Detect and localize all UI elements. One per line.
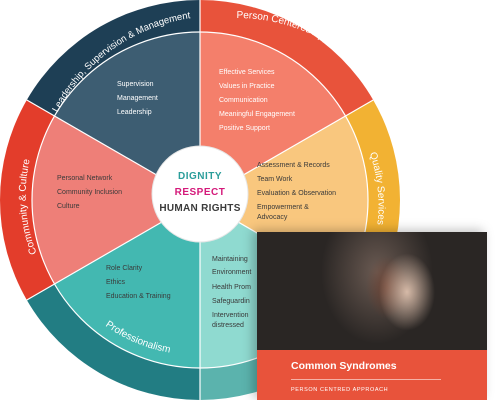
item-ethics: Ethics xyxy=(106,279,126,286)
item-effective-services: Effective Services xyxy=(219,69,275,76)
item-personal-network: Personal Network xyxy=(57,175,113,182)
common-syndromes-card[interactable]: Common Syndromes PERSON CENTRED APPROACH xyxy=(257,232,487,400)
card-divider xyxy=(291,379,441,380)
item-intervention: Intervention xyxy=(212,312,249,319)
item-advocacy: Advocacy xyxy=(257,214,288,221)
card-title: Common Syndromes xyxy=(291,360,397,372)
item-community-inclusion: Community Inclusion xyxy=(57,189,122,196)
item-assessment-records: Assessment & Records xyxy=(257,162,330,169)
center-hub xyxy=(151,145,249,243)
item-culture: Culture xyxy=(57,203,80,210)
quality-items: Assessment & Records Team Work Evaluatio… xyxy=(257,162,336,221)
item-communication: Communication xyxy=(219,97,268,104)
card-title-band xyxy=(257,350,487,400)
segment-leadership xyxy=(54,32,200,200)
community-items: Personal Network Community Inclusion Cul… xyxy=(57,175,122,210)
segment-community xyxy=(31,116,201,284)
item-values-in-practice: Values in Practice xyxy=(219,83,275,90)
item-positive-support: Positive Support xyxy=(219,125,270,132)
item-leadership: Leadership xyxy=(117,109,152,116)
item-empowerment: Empowerment & xyxy=(257,204,309,211)
core-value-respect: RESPECT xyxy=(175,187,226,198)
item-maintaining: Maintaining xyxy=(212,256,248,263)
item-safeguarding: Safeguardin xyxy=(212,298,250,305)
leadership-items: Supervision Management Leadership xyxy=(117,81,158,116)
item-education-training: Education & Training xyxy=(106,293,171,300)
person-centred-items: Effective Services Values in Practice Co… xyxy=(219,69,295,132)
item-distressed: distressed xyxy=(212,322,244,329)
core-value-human-rights: HUMAN RIGHTS xyxy=(159,203,240,214)
item-management: Management xyxy=(117,95,158,102)
segment-person-centred xyxy=(200,32,346,200)
item-meaningful-engagement: Meaningful Engagement xyxy=(219,111,295,118)
item-evaluation-observation: Evaluation & Observation xyxy=(257,190,336,197)
card-subtitle: PERSON CENTRED APPROACH xyxy=(291,387,389,393)
item-health-promotion: Health Prom xyxy=(212,284,251,291)
item-role-clarity: Role Clarity xyxy=(106,265,143,272)
segment-professionalism xyxy=(54,200,200,368)
item-environment: Environment xyxy=(212,269,251,276)
core-value-dignity: DIGNITY xyxy=(178,171,222,182)
professionalism-items: Role Clarity Ethics Education & Training xyxy=(106,265,171,300)
item-team-work: Team Work xyxy=(257,176,293,183)
bottom-right-items: Maintaining Environment Health Prom Safe… xyxy=(212,256,251,329)
child-painted-hand-photo xyxy=(257,232,487,350)
item-supervision: Supervision xyxy=(117,81,154,88)
